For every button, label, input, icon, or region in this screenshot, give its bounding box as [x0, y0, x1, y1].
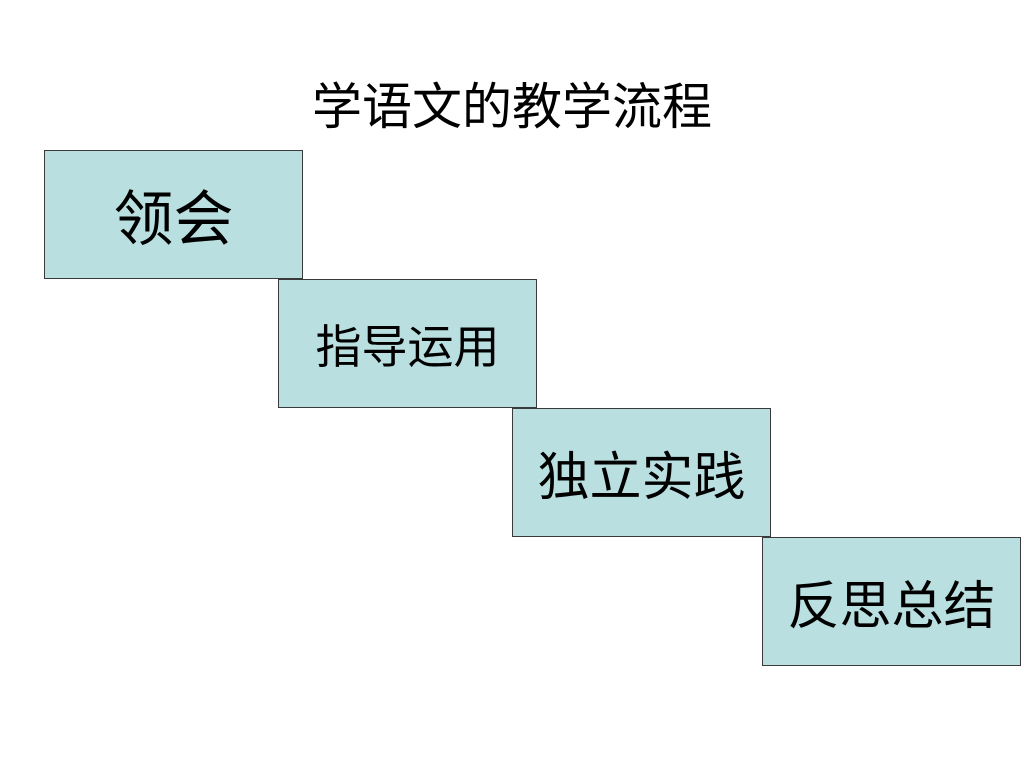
step-box-independent-practice: 独立实践: [512, 408, 771, 537]
step-box-guided-practice: 指导运用: [278, 279, 537, 408]
slide-title: 学语文的教学流程: [312, 78, 712, 136]
step-box-comprehend: 领会: [44, 150, 303, 279]
step-box-reflect-summarize: 反思总结: [762, 537, 1021, 666]
